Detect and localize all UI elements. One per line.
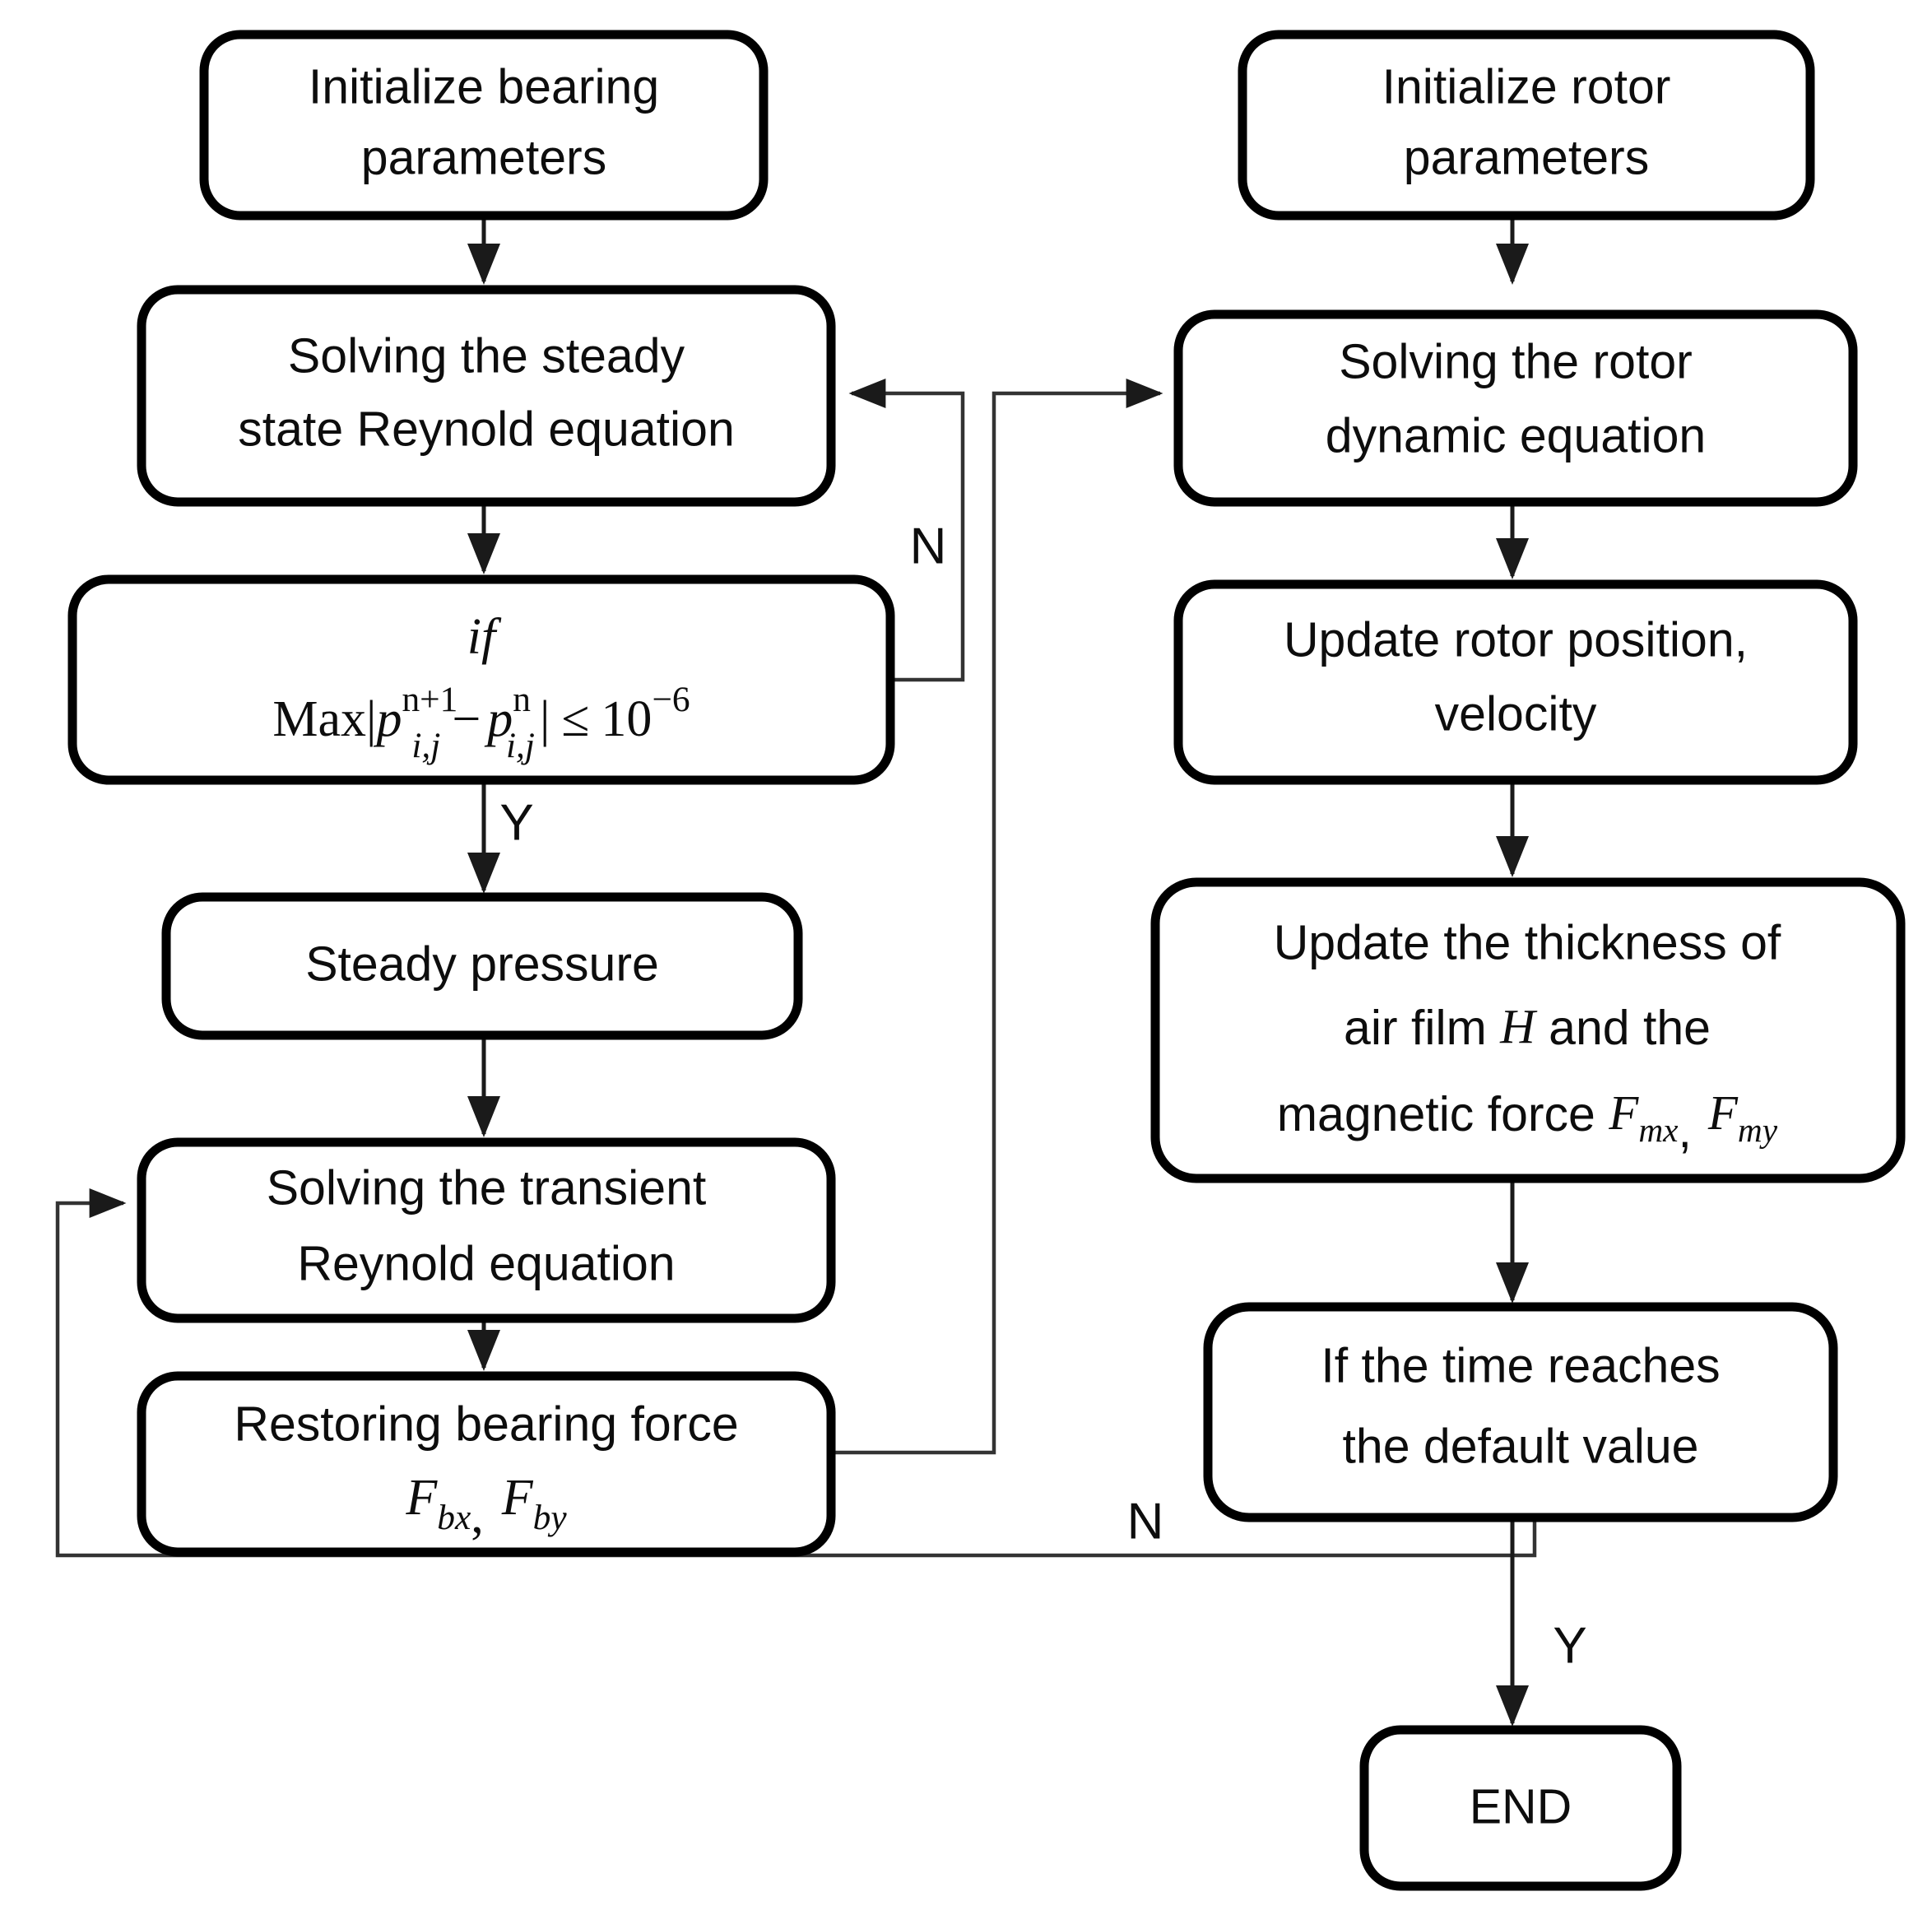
magnetic-force-fmy-symbol: F <box>1707 1085 1739 1140</box>
node-label-initialize-bearing-line2: parameters <box>361 131 606 185</box>
node-restoring-bearing-force[interactable]: Restoring bearing force Fbx, Fby <box>137 1371 836 1557</box>
node-box-solving-steady-state-reynold[interactable] <box>137 285 836 507</box>
node-initialize-bearing-parameters[interactable]: Initialize bearing parameters <box>199 30 769 221</box>
branch-label-convergence-no: N <box>910 518 947 574</box>
node-label-restoring-force-line1: Restoring bearing force <box>234 1397 738 1452</box>
air-film-thickness-symbol: H <box>1499 999 1538 1053</box>
update-thickness-line2-suffix: and the <box>1535 1001 1711 1055</box>
node-solving-rotor-dynamic-equation[interactable]: Solving the rotor dynamic equation <box>1173 309 1858 507</box>
node-steady-pressure[interactable]: Steady pressure <box>161 892 803 1040</box>
formula-leq: ≤ <box>561 691 589 747</box>
formula-p2-subscript: i,j <box>506 726 535 765</box>
update-thickness-line2-prefix: air film <box>1344 1001 1500 1055</box>
formula-exponent: −6 <box>652 680 690 719</box>
node-label-restoring-force-symbols: Fbx, Fby <box>405 1470 567 1544</box>
node-box-solving-rotor-dynamic[interactable] <box>1173 309 1858 507</box>
node-update-rotor-position-velocity[interactable]: Update rotor position, velocity <box>1173 579 1858 785</box>
node-label-update-thickness-line1: Update the thickness of <box>1274 916 1781 970</box>
node-box-restoring-bearing-force[interactable] <box>137 1371 836 1557</box>
node-box-end[interactable] <box>1359 1725 1682 1891</box>
formula-p1-subscript: i,j <box>411 726 440 765</box>
formula-minus: − <box>452 691 481 747</box>
node-box-update-air-film-thickness[interactable] <box>1150 877 1906 1183</box>
node-label-steady-reynold-line2: state Reynold equation <box>238 402 735 457</box>
node-solving-steady-state-reynold-equation[interactable]: Solving the steady state Reynold equatio… <box>137 285 836 507</box>
node-end[interactable]: END <box>1359 1725 1682 1891</box>
node-initialize-rotor-parameters[interactable]: Initialize rotor parameters <box>1238 30 1815 221</box>
node-label-initialize-rotor-line1: Initialize rotor <box>1382 60 1671 114</box>
node-label-initialize-rotor-line2: parameters <box>1404 131 1649 185</box>
connector-restoring-force-to-rotor-dynamic <box>831 379 1163 1455</box>
node-solving-transient-reynold-equation[interactable]: Solving the transient Reynold equation <box>137 1137 836 1323</box>
restoring-force-fbx-symbol: F <box>405 1470 438 1526</box>
magnetic-force-fmy-subscript: my <box>1738 1111 1778 1149</box>
magnetic-force-fmx-subscript: mx <box>1638 1111 1679 1149</box>
node-label-update-thickness-line3: magnetic force Fmx, Fmy <box>1277 1085 1778 1158</box>
magnetic-force-fmx-symbol: F <box>1608 1085 1639 1140</box>
node-time-check[interactable]: If the time reaches the default value <box>1203 1302 1838 1522</box>
formula-abs-bar: | <box>540 691 550 747</box>
restoring-force-fbx-subscript: bx <box>437 1498 471 1537</box>
node-box-initialize-bearing-parameters[interactable] <box>199 30 769 221</box>
node-label-rotor-dynamic-line1: Solving the rotor <box>1339 335 1693 389</box>
node-box-update-rotor-position[interactable] <box>1173 579 1858 785</box>
magnetic-force-comma: , <box>1678 1104 1691 1158</box>
formula-p1-base: p <box>373 691 402 747</box>
branch-label-time-yes: Y <box>1553 1617 1586 1674</box>
node-box-steady-pressure[interactable] <box>161 892 803 1040</box>
connector-time-no-loop-to-transient <box>55 1188 1537 1558</box>
node-label-transient-reynold-line1: Solving the transient <box>267 1161 707 1215</box>
formula-p2-base: p <box>484 691 513 747</box>
node-label-steady-pressure: Steady pressure <box>305 937 659 992</box>
node-box-solving-transient-reynold[interactable] <box>137 1137 836 1323</box>
node-box-convergence-check[interactable] <box>67 574 895 785</box>
node-label-time-check-line2: the default value <box>1343 1420 1699 1474</box>
node-label-update-rotor-line2: velocity <box>1435 687 1597 741</box>
node-label-end: END <box>1470 1780 1572 1834</box>
node-label-time-check-line1: If the time reaches <box>1321 1339 1720 1393</box>
node-update-air-film-thickness-and-magnetic-force[interactable]: Update the thickness of air film H and t… <box>1150 877 1906 1183</box>
branch-label-convergence-yes: Y <box>499 794 533 851</box>
connector-if-no-loop-to-steady-reynold <box>848 379 965 682</box>
branch-label-time-no: N <box>1127 1493 1164 1550</box>
restoring-force-comma: , <box>471 1488 484 1544</box>
node-box-time-check[interactable] <box>1203 1302 1838 1522</box>
node-label-transient-reynold-line2: Reynold equation <box>297 1237 675 1291</box>
node-box-initialize-rotor-parameters[interactable] <box>1238 30 1815 221</box>
formula-prefix: Max| <box>272 691 376 747</box>
restoring-force-fby-symbol: F <box>501 1470 534 1526</box>
node-label-rotor-dynamic-line2: dynamic equation <box>1326 409 1706 463</box>
node-label-update-rotor-line1: Update rotor position, <box>1284 613 1748 667</box>
formula-ten: 10 <box>601 691 652 747</box>
restoring-force-fby-subscript: by <box>533 1498 568 1537</box>
formula-p2-superscript: n <box>513 680 531 719</box>
node-label-initialize-bearing-line1: Initialize bearing <box>309 60 659 114</box>
magnetic-force-prefix: magnetic force <box>1277 1087 1609 1141</box>
formula-p1-superscript: n+1 <box>402 680 457 719</box>
node-label-update-thickness-line2: air film H and the <box>1344 999 1711 1055</box>
node-label-steady-reynold-line1: Solving the steady <box>288 329 685 383</box>
